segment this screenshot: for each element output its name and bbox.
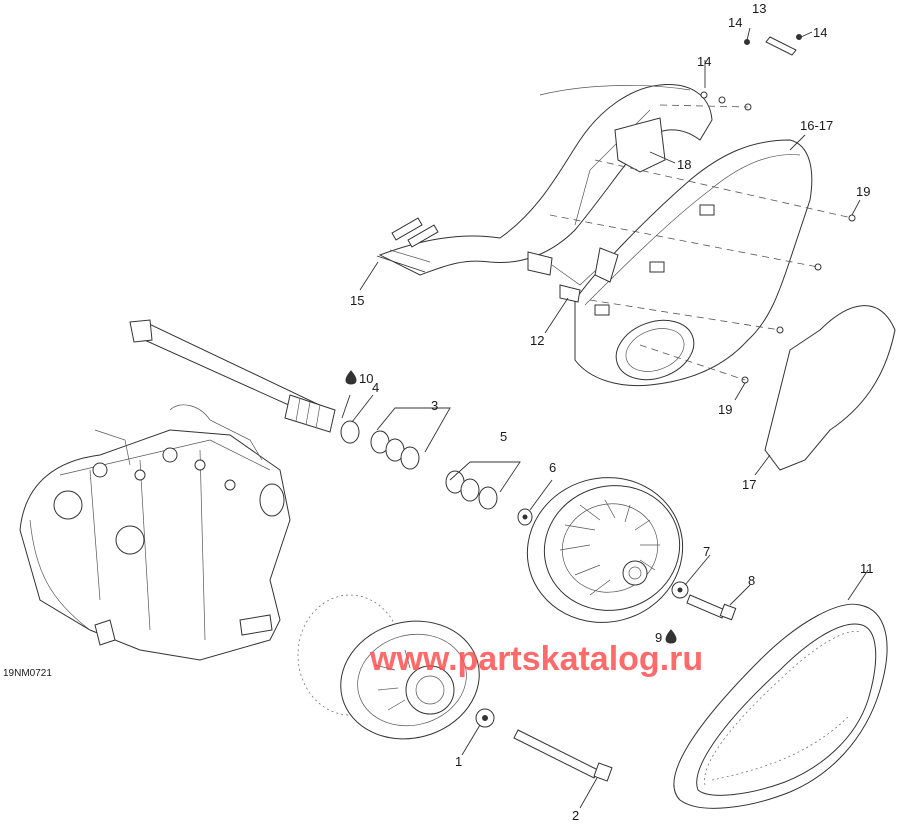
callout-2: 2 — [572, 808, 579, 823]
upper-belt-guard — [376, 84, 713, 276]
watermark: www.partskatalog.ru — [369, 640, 703, 678]
drive-pulley — [297, 594, 613, 782]
callout-14: 14 — [697, 54, 711, 69]
washers — [340, 420, 533, 526]
engine-block — [19, 404, 291, 661]
callout-14: 14 — [813, 25, 827, 40]
driven-pulley — [526, 477, 737, 623]
drive-belt — [673, 603, 888, 809]
callout-9: 9 — [655, 630, 662, 645]
callout-12: 12 — [530, 333, 544, 348]
callout-3: 3 — [431, 398, 438, 413]
callout-14: 14 — [728, 15, 742, 30]
callout-19: 19 — [856, 184, 870, 199]
drive-shaft — [129, 319, 336, 433]
callout-15: 15 — [350, 293, 364, 308]
callout-6: 6 — [549, 460, 556, 475]
callout-19: 19 — [718, 402, 732, 417]
callout-1: 1 — [455, 754, 462, 769]
callout-8: 8 — [748, 573, 755, 588]
oil-drop-icon — [345, 370, 357, 385]
bracket — [527, 247, 619, 303]
callout-16-17: 16-17 — [800, 118, 833, 133]
callout-5: 5 — [500, 429, 507, 444]
oil-drop-icon — [665, 629, 677, 644]
callout-13: 13 — [752, 1, 766, 16]
callout-18: 18 — [677, 157, 691, 172]
callout-4: 4 — [372, 380, 379, 395]
callout-10: 10 — [359, 371, 373, 386]
assembly-lines — [549, 104, 853, 381]
leader-lines — [341, 27, 869, 809]
callout-11: 11 — [860, 561, 874, 576]
callout-7: 7 — [703, 544, 710, 559]
diagram-code: 19NM0721 — [3, 668, 52, 679]
guard-plate — [764, 305, 896, 471]
callout-labels: 13 14 14 14 16-17 18 19 15 12 19 17 10 4… — [350, 1, 874, 823]
callout-17: 17 — [742, 477, 756, 492]
